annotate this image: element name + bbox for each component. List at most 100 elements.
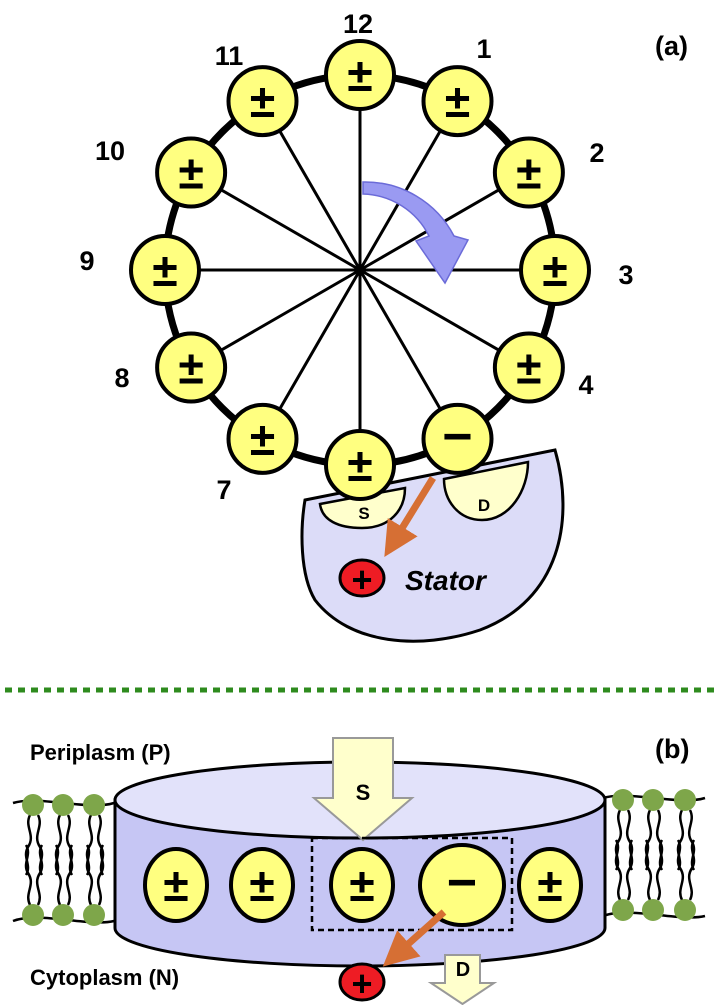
lipid-tail <box>24 844 33 906</box>
drum-sites: ± ± ± − ± <box>143 843 583 927</box>
drum-site-sign: ± <box>537 859 562 911</box>
panel-b-label: (b) <box>655 734 689 764</box>
lipid-tail <box>655 839 664 901</box>
rotor-site-circle <box>226 65 299 138</box>
lipid-tail <box>85 844 94 906</box>
rotor-site-circle <box>155 331 228 404</box>
stator-ion-sign: + <box>351 559 372 600</box>
rotor-sites: ±12±1±2±3±4−±±7±8±9±10±11 <box>79 9 633 505</box>
rotor-site-sign: ± <box>347 439 372 491</box>
stator-pocket-s <box>318 486 407 530</box>
drum-site-circle <box>329 847 395 923</box>
rotor-site: ±12 <box>324 9 396 111</box>
rotor-site-number: 11 <box>215 41 244 71</box>
drum-site-sign: ± <box>349 859 374 911</box>
rotor-site-number: 8 <box>114 363 129 393</box>
drum-site-circle <box>143 847 209 923</box>
rotor-site: ±3 <box>519 234 634 306</box>
lipid-head <box>612 789 634 811</box>
rotor-site-circle <box>324 429 396 501</box>
drum-site-circle <box>229 847 295 923</box>
lipid-tail <box>687 839 696 901</box>
rotor-site-circle <box>519 234 591 306</box>
stator-ion: + <box>338 558 386 600</box>
rotor-site-sign: ± <box>250 75 275 127</box>
rotor-site-number: 4 <box>578 370 593 400</box>
rotor-site-sign: ± <box>516 342 541 394</box>
rotor-site-number: 9 <box>79 246 94 276</box>
drum-site: ± <box>517 847 583 923</box>
ion-b: + <box>338 962 386 1004</box>
arrow-out-label: D <box>456 959 470 981</box>
stator-pocket-d <box>442 460 530 522</box>
lipid-tail <box>96 844 105 906</box>
rotor-site-sign: − <box>442 408 472 466</box>
rotor-site: ±8 <box>114 331 228 404</box>
rotor-site-sign: ± <box>179 342 204 394</box>
lipid-tail <box>65 844 74 906</box>
drum-site-circle <box>517 847 583 923</box>
rotor-site-circle <box>155 136 228 209</box>
lipid-head <box>642 789 664 811</box>
lipid-tail <box>35 844 44 906</box>
rotor-site-circle <box>129 234 201 306</box>
rotor-site-circle <box>492 136 565 209</box>
rotor-site: ±1 <box>421 34 494 138</box>
drum-site: − <box>418 843 506 927</box>
membrane-left <box>12 794 115 926</box>
rotor-site-number: 2 <box>589 138 604 168</box>
lipid-head <box>674 899 696 921</box>
lipid-head <box>52 904 74 926</box>
lipid-head <box>674 789 696 811</box>
rotor-site-sign: ± <box>542 244 567 296</box>
drum-site: ± <box>329 847 395 923</box>
rotor-site-circle <box>421 402 494 475</box>
drum-site-circle <box>418 843 506 927</box>
ion-transfer-arrow-b <box>382 909 447 967</box>
rotor-site-sign: ± <box>152 244 177 296</box>
rotor-site: ±4 <box>492 331 594 404</box>
periplasm-label: Periplasm (P) <box>30 740 171 765</box>
lipid-tail <box>614 839 623 901</box>
rotor-site: ±2 <box>492 136 605 209</box>
rotor-site-sign: ± <box>516 147 541 199</box>
rotor-site-number: 12 <box>343 9 373 39</box>
lipid-head <box>83 904 105 926</box>
lipid-tail <box>676 839 685 901</box>
arrow-in-label: S <box>356 780 371 805</box>
lipid-tail <box>625 839 634 901</box>
rotation-arrow <box>362 181 470 285</box>
rotor-site-circle <box>226 402 299 475</box>
rotor-site-circle <box>421 65 494 138</box>
rotor-site-sign: ± <box>179 147 204 199</box>
rotor-site-circle <box>324 39 396 111</box>
drum-site-sign: ± <box>249 859 274 911</box>
rotor-site-sign: ± <box>347 49 372 101</box>
rotor-site-number: 3 <box>618 260 633 290</box>
arrow-in <box>311 737 415 842</box>
drum-site: ± <box>229 847 295 923</box>
rotor-site: ±10 <box>95 136 228 209</box>
active-sites-box <box>310 836 514 932</box>
lipid-head <box>612 899 634 921</box>
drum-site-sign: ± <box>163 859 188 911</box>
rotor-site: ±11 <box>215 41 299 138</box>
lipid-head <box>22 794 44 816</box>
membrane-right <box>602 789 706 921</box>
drum-site-sign: − <box>447 854 477 912</box>
rotor-site: ±7 <box>216 402 299 505</box>
panel-a-label: (a) <box>655 31 688 61</box>
lipid-head <box>83 794 105 816</box>
stator-site-d-label: D <box>478 496 490 515</box>
lipid-head <box>22 904 44 926</box>
rotor-site: ±9 <box>79 234 201 306</box>
ion-transfer-arrow <box>384 476 436 557</box>
panel-b: (b) Periplasm (P) Cytoplasm (N) S ± ± ± −± … <box>12 734 706 1005</box>
rotor-site-circle <box>492 331 565 404</box>
rotor-site-number: 7 <box>216 475 231 505</box>
cytoplasm-label: Cytoplasm (N) <box>30 965 179 990</box>
rotor-site: ± <box>324 429 396 501</box>
rotor-site-number: 10 <box>95 136 125 166</box>
rotor-site-sign: ± <box>445 75 470 127</box>
